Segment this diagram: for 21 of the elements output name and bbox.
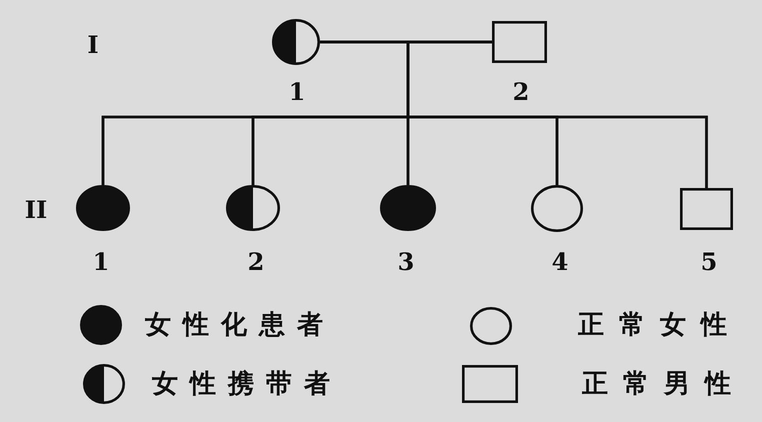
half-shaded-circle-symbol bbox=[226, 185, 280, 231]
pedigree-line bbox=[406, 40, 708, 188]
individual-number: 4 bbox=[552, 250, 568, 274]
solid-circle-symbol bbox=[76, 185, 130, 231]
solid-circle-symbol bbox=[380, 185, 436, 231]
square-symbol bbox=[492, 21, 547, 63]
half-shaded-circle-symbol bbox=[272, 19, 320, 65]
legend-label: 正常女性 bbox=[578, 312, 742, 338]
generation-numeral: I bbox=[87, 33, 99, 57]
individual-number: 1 bbox=[288, 80, 306, 104]
individual-number: 2 bbox=[248, 250, 264, 274]
individual-number: 3 bbox=[398, 250, 414, 274]
legend-label: 女性携带者 bbox=[152, 371, 342, 397]
legend-label: 正常男性 bbox=[582, 371, 746, 397]
circle-symbol bbox=[531, 185, 583, 232]
individual-number: 5 bbox=[700, 250, 718, 274]
square-symbol bbox=[680, 188, 733, 230]
individual-number: 2 bbox=[512, 80, 530, 104]
individual-number: 1 bbox=[92, 250, 110, 274]
generation-numeral: II bbox=[24, 198, 48, 222]
legend-label: 女性化患者 bbox=[145, 312, 335, 338]
